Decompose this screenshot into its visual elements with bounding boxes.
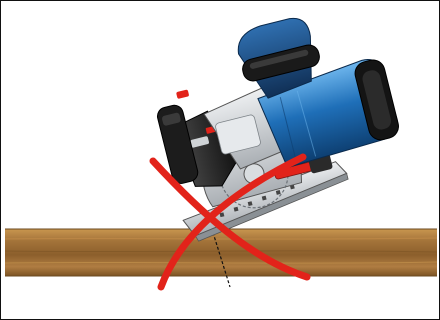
red-tab — [176, 89, 189, 99]
circular-saw — [142, 1, 414, 244]
wood-plank — [5, 229, 437, 276]
